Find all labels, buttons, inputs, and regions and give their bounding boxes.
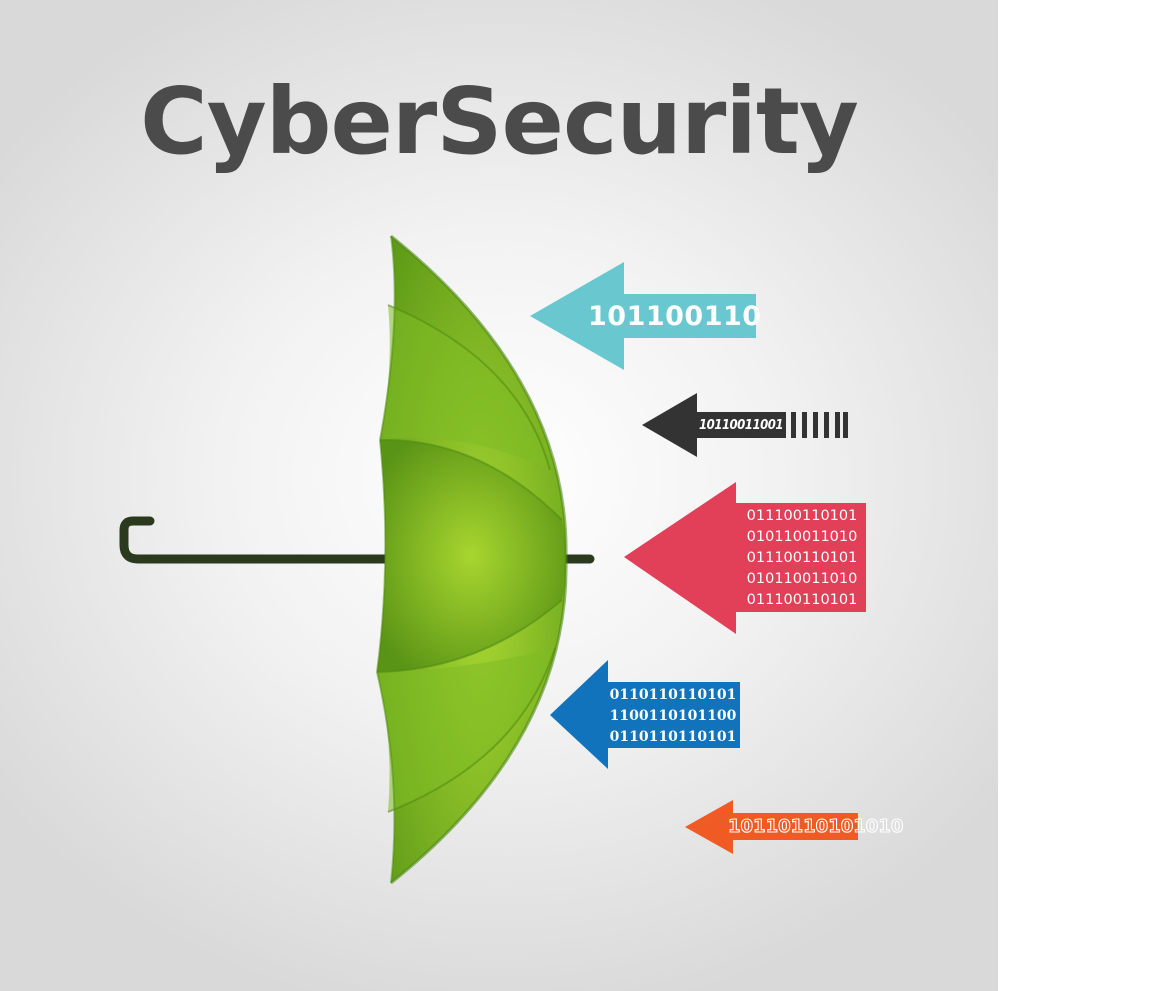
arrow-blue-code: 0110110110101 1100110101100 011011011010… <box>609 687 737 745</box>
arrow-blue <box>550 660 740 769</box>
arrow-cyan <box>530 262 756 370</box>
arrow-red <box>624 482 866 634</box>
umbrella-handle <box>119 516 400 564</box>
arrow-red-code: 011100110101 010110011010 011100110101 0… <box>746 508 858 608</box>
page-title: CyberSecurity <box>140 68 859 175</box>
arrow-dark <box>642 393 848 457</box>
arrow-orange <box>685 800 858 854</box>
cybersecurity-illustration: CyberSecurity <box>0 0 998 991</box>
arrow-orange-code: 10110110101010 <box>727 815 904 837</box>
right-blank-margin <box>998 0 1152 991</box>
arrow-cyan-code: 101100110 <box>588 301 762 332</box>
umbrella-arrows-graphic <box>119 234 866 885</box>
umbrella-canopy <box>375 234 568 885</box>
arrow-dark-code: 10110011001 <box>698 418 784 433</box>
